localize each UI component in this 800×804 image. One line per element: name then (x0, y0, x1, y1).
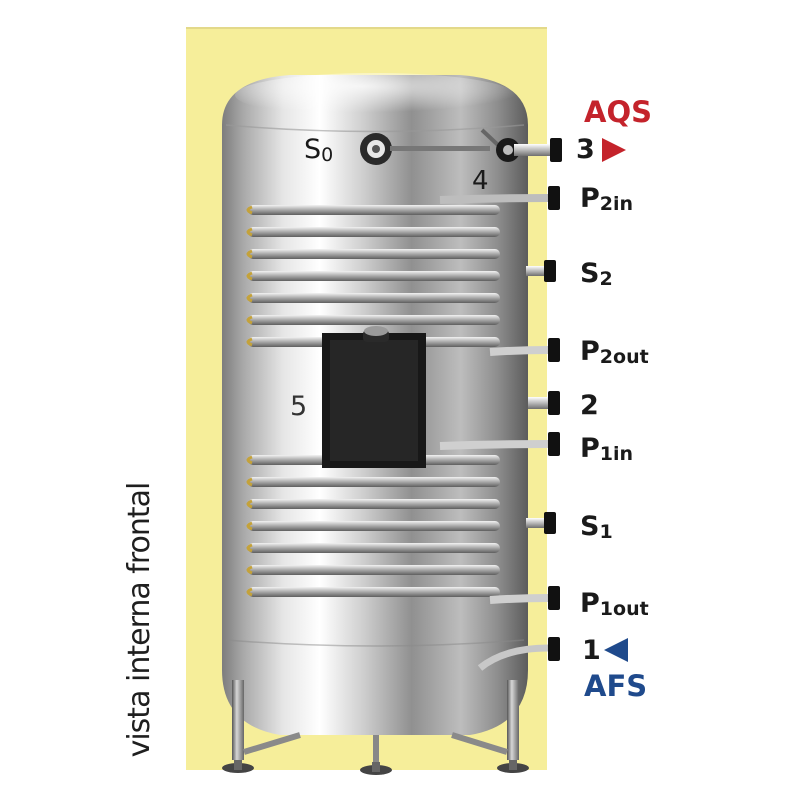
label-afs: AFS (584, 669, 648, 703)
label-1: 1 (582, 635, 601, 666)
sensor-s0-port (360, 133, 490, 165)
label-s0: S0 (304, 134, 334, 166)
label-3: 3 (576, 134, 595, 165)
label-p2in: P2in (580, 183, 634, 215)
lower-heat-exchanger-coil (246, 455, 500, 597)
pipe-p2in (439, 186, 560, 210)
port-s1 (526, 512, 556, 534)
port-s2 (526, 260, 556, 282)
pipe-p1in (439, 432, 560, 456)
label-p2out: P2out (580, 336, 649, 368)
pipe-p2out (489, 338, 560, 362)
label-s1: S1 (580, 511, 613, 543)
pipe-p1out (489, 586, 560, 610)
upper-heat-exchanger-coil (246, 205, 500, 347)
port-2 (528, 391, 560, 415)
heater-flange (322, 326, 426, 468)
label-p1out: P1out (580, 588, 649, 620)
label-2: 2 (580, 390, 599, 421)
label-4: 4 (472, 166, 489, 196)
label-p1in: P1in (580, 433, 634, 465)
cold-inlet-arrow-icon (604, 638, 628, 662)
outlet-pipe-3 (514, 138, 562, 162)
label-5: 5 (290, 391, 308, 422)
inlet-pipe-1 (477, 637, 560, 671)
tank-legs (222, 680, 529, 775)
label-s2: S2 (580, 258, 613, 290)
hot-outlet-arrow-icon (602, 138, 626, 162)
label-aqs: AQS (584, 95, 652, 129)
side-caption: vista interna frontal (122, 482, 157, 758)
